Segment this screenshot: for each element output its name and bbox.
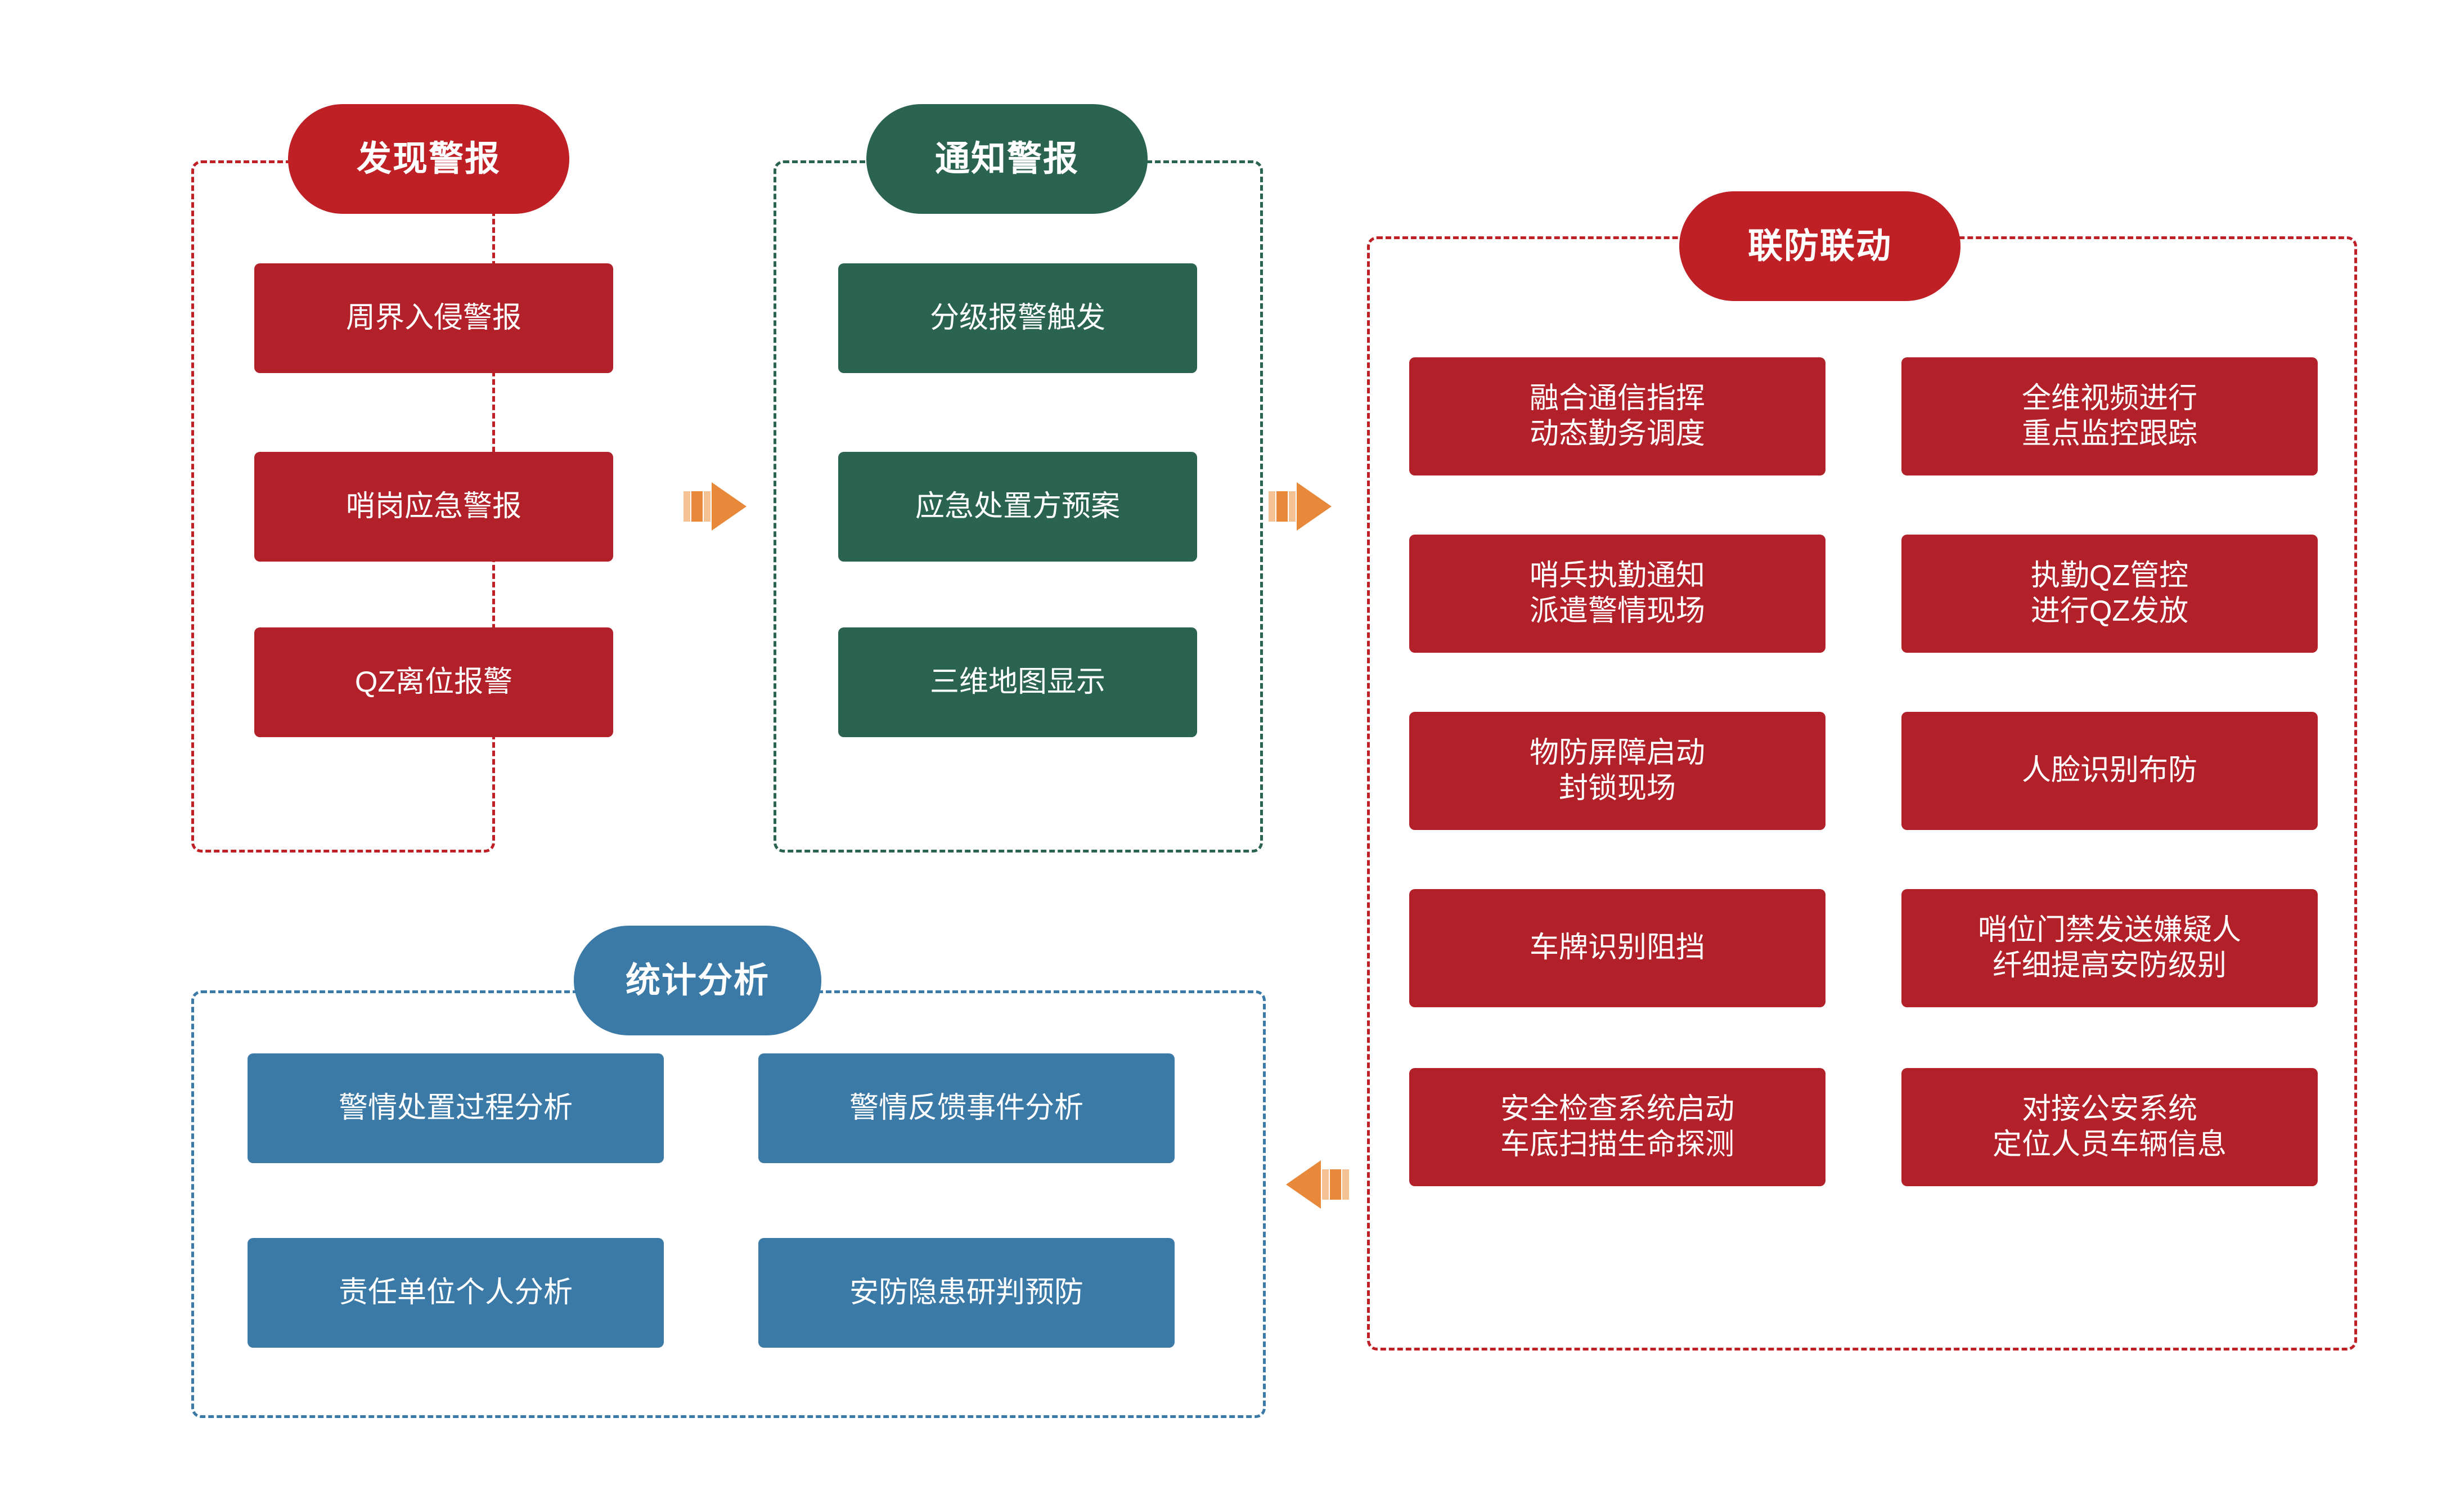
group-title-notify-alarm: 通知警报 — [866, 104, 1148, 214]
item-omnidirectional-video-tracking[interactable]: 全维视频进行 重点监控跟踪 — [1901, 357, 2318, 475]
item-face-recognition-deployment[interactable]: 人脸识别布防 — [1901, 712, 2318, 830]
item-duty-qz-control[interactable]: 执勤QZ管控 进行QZ发放 — [1901, 535, 2318, 653]
arrow-discover-to-notify-icon — [684, 475, 757, 537]
item-graded-alarm-trigger[interactable]: 分级报警触发 — [838, 263, 1197, 373]
item-alarm-feedback-event-analysis[interactable]: 警情反馈事件分析 — [758, 1053, 1175, 1163]
item-emergency-response-plan[interactable]: 应急处置方预案 — [838, 452, 1197, 562]
item-public-security-system-docking[interactable]: 对接公安系统 定位人员车辆信息 — [1901, 1068, 2318, 1186]
item-fusion-communication-command[interactable]: 融合通信指挥 动态勤务调度 — [1409, 357, 1825, 475]
item-perimeter-intrusion-alarm[interactable]: 周界入侵警报 — [254, 263, 613, 373]
group-title-statistical-analysis: 统计分析 — [574, 926, 821, 1035]
item-license-plate-recognition-block[interactable]: 车牌识别阻挡 — [1409, 889, 1825, 1007]
item-sentry-emergency-alarm[interactable]: 哨岗应急警报 — [254, 452, 613, 562]
item-post-access-control-suspect[interactable]: 哨位门禁发送嫌疑人 纤细提高安防级别 — [1901, 889, 2318, 1007]
item-alarm-handling-process-analysis[interactable]: 警情处置过程分析 — [248, 1053, 664, 1163]
item-sentry-duty-notification[interactable]: 哨兵执勤通知 派遣警情现场 — [1409, 535, 1825, 653]
item-responsible-unit-person-analysis[interactable]: 责任单位个人分析 — [248, 1238, 664, 1348]
item-security-hazard-prevention[interactable]: 安防隐患研判预防 — [758, 1238, 1175, 1348]
item-qz-offpost-alarm[interactable]: QZ离位报警 — [254, 627, 613, 737]
arrow-joint-to-stats-icon — [1276, 1154, 1349, 1215]
item-security-inspection-system[interactable]: 安全检查系统启动 车底扫描生命探测 — [1409, 1068, 1825, 1186]
group-title-discover-alarm: 发现警报 — [288, 104, 569, 214]
item-3d-map-display[interactable]: 三维地图显示 — [838, 627, 1197, 737]
arrow-notify-to-joint-icon — [1269, 475, 1342, 537]
item-physical-barrier-activation[interactable]: 物防屏障启动 封锁现场 — [1409, 712, 1825, 830]
group-title-joint-defense: 联防联动 — [1679, 191, 1961, 301]
